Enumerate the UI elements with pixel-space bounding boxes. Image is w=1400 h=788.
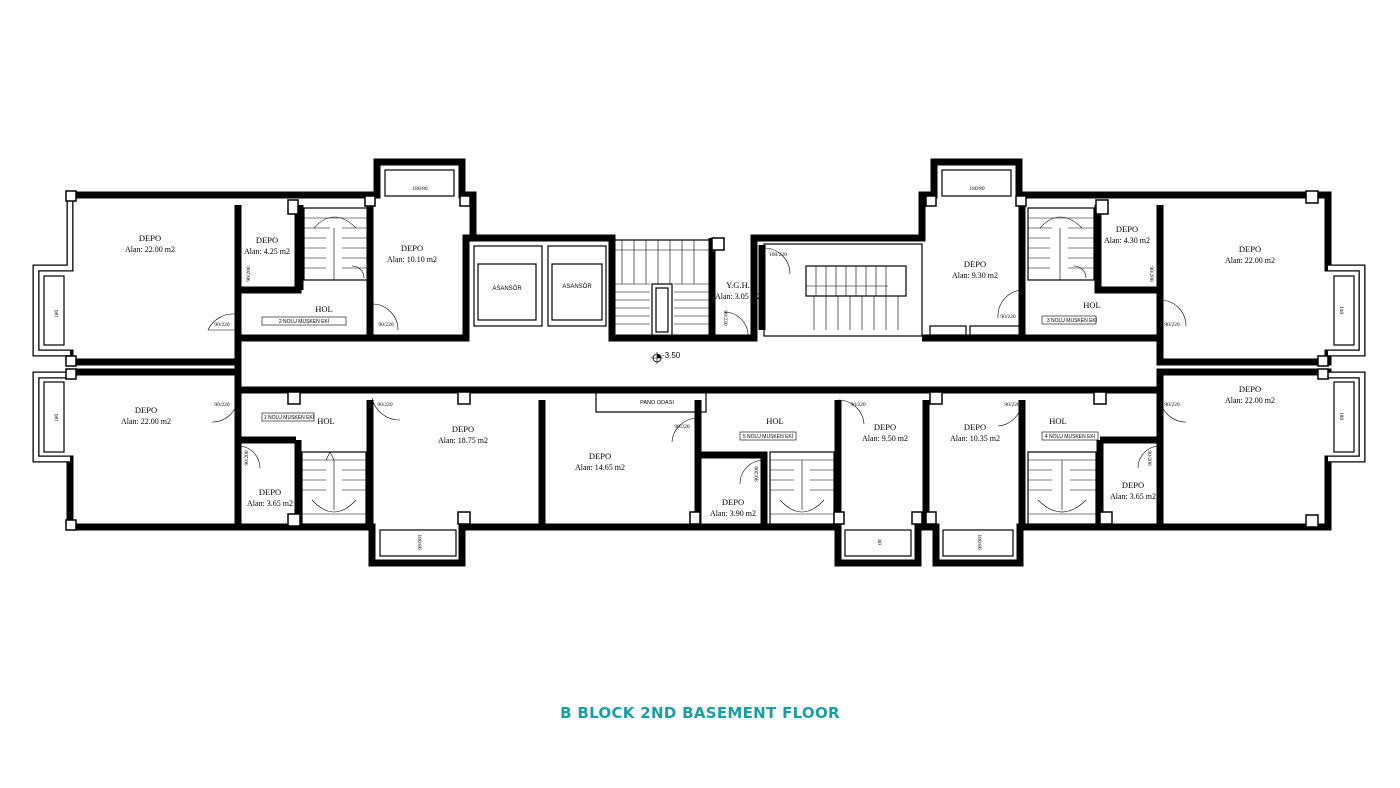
room-area: Alan: 3.90 m2 bbox=[710, 509, 756, 518]
window-dimension: 140 bbox=[1338, 306, 1344, 315]
level-label: -3.50 bbox=[662, 351, 681, 360]
hall-name: HOL bbox=[317, 416, 334, 426]
door-dimension: 90/200 bbox=[754, 466, 760, 482]
doors bbox=[207, 247, 1187, 485]
door-dimension: 90/220 bbox=[1164, 402, 1180, 408]
room-name: DEPO bbox=[874, 422, 896, 432]
room-area: Alan: 3.05 m2 bbox=[715, 292, 761, 301]
room-name: DEPO bbox=[589, 451, 611, 461]
door-dimension: 90/220 bbox=[1004, 402, 1020, 408]
room-area: Alan: 22.00 m2 bbox=[121, 417, 171, 426]
room-area: Alan: 3.65 m2 bbox=[1110, 492, 1156, 501]
room-area: Alan: 14.65 m2 bbox=[575, 463, 625, 472]
door-dimension: 90/220 bbox=[850, 402, 866, 408]
room-name: DEPO bbox=[1122, 480, 1144, 490]
window-dimension: 180 bbox=[54, 310, 60, 319]
door-dimension: 90/220 bbox=[1164, 322, 1180, 328]
room-area: Alan: 9.50 m2 bbox=[862, 434, 908, 443]
room-labels: DEPO Alan: 22.00 m2 DEPO Alan: 4.25 m2 D… bbox=[121, 224, 1275, 518]
stairs bbox=[301, 207, 1097, 525]
window-dimension: 180/80 bbox=[976, 534, 982, 550]
door-dimension: 90/220 bbox=[214, 322, 230, 328]
hall-unit-label: 5 NOLU MUSKEN EKİ bbox=[743, 433, 793, 440]
room-area: Alan: 22.00 m2 bbox=[125, 245, 175, 254]
door-dimension: 90/200 bbox=[1148, 266, 1154, 282]
room-name: DEPO bbox=[964, 259, 986, 269]
room-area: Alan: 22.00 m2 bbox=[1225, 396, 1275, 405]
hall-unit-label: 4 NOLU MUSKEN EKİ bbox=[1045, 433, 1095, 440]
window-dimension: 180 bbox=[54, 414, 60, 423]
hall-unit-label: 1 NOLU MUSKEN EKİ bbox=[264, 414, 314, 421]
room-name: DEPO bbox=[964, 422, 986, 432]
room-name: DEPO bbox=[1116, 224, 1138, 234]
level-marker: -3.50 bbox=[651, 351, 681, 364]
room-name: DEPO bbox=[722, 497, 744, 507]
dimension-labels: 90/220 90/220 90/220 90/220 90/220 90/22… bbox=[54, 186, 1344, 550]
room-area: Alan: 3.65 m2 bbox=[247, 499, 293, 508]
interior-walls bbox=[234, 205, 1164, 527]
window-dimension: 180/80 bbox=[969, 186, 985, 192]
room-area: Alan: 18.75 m2 bbox=[438, 436, 488, 445]
room-area: Alan: 9.30 m2 bbox=[952, 271, 998, 280]
door-dimension: 90/200 bbox=[244, 450, 250, 466]
exterior-walls bbox=[32, 158, 1366, 567]
room-name: DEPO bbox=[452, 424, 474, 434]
room-name: DEPO bbox=[1239, 384, 1261, 394]
hall-unit-label: 2 NOLU MUSKEN EKİ bbox=[279, 318, 329, 325]
elevator-label: ASANSÖR bbox=[492, 285, 522, 292]
door-dimension: 90/220 bbox=[378, 322, 394, 328]
window-dimension: 180/80 bbox=[412, 186, 428, 192]
door-dimension: 90/220 bbox=[674, 424, 690, 430]
service-labels: ASANSÖR ASANSÖR PANO ODASI bbox=[492, 283, 674, 406]
door-dimension: 90/220 bbox=[1000, 314, 1016, 320]
drawing-title: B BLOCK 2ND BASEMENT FLOOR bbox=[560, 704, 840, 722]
room-area: Alan: 22.00 m2 bbox=[1225, 256, 1275, 265]
door-dimension: 90/220 bbox=[214, 402, 230, 408]
room-area: Alan: 10.10 m2 bbox=[387, 255, 437, 264]
columns bbox=[65, 190, 1329, 531]
room-name: DEPO bbox=[135, 405, 157, 415]
window-dimension: 180/80 bbox=[416, 534, 422, 550]
room-name: DEPO bbox=[256, 235, 278, 245]
hall-name: HOL bbox=[1049, 416, 1066, 426]
door-dimension: 90/230 bbox=[722, 310, 728, 326]
hall-name: HOL bbox=[315, 304, 332, 314]
panel-room-label: PANO ODASI bbox=[640, 400, 674, 406]
room-name: DEPO bbox=[1239, 244, 1261, 254]
elevator-label: ASANSÖR bbox=[562, 283, 592, 290]
hall-unit-label: 3 NOLU MUSKEN EKİ bbox=[1047, 317, 1097, 324]
hall-name: HOL bbox=[766, 416, 783, 426]
room-name: DEPO bbox=[259, 487, 281, 497]
door-dimension: 100/220 bbox=[769, 252, 787, 258]
door-dimension: 90/200 bbox=[1146, 450, 1152, 466]
hall-labels: HOL 2 NOLU MUSKEN EKİ HOL 3 NOLU MUSKEN … bbox=[261, 300, 1101, 441]
door-dimension: 90/200 bbox=[246, 266, 252, 282]
window-dimension: 80 bbox=[876, 539, 882, 545]
room-area: Alan: 10.35 m2 bbox=[950, 434, 1000, 443]
door-dimension: 90/220 bbox=[377, 402, 393, 408]
room-area: Alan: 4.25 m2 bbox=[244, 247, 290, 256]
room-area: Alan: 4.30 m2 bbox=[1104, 236, 1150, 245]
hall-name: HOL bbox=[1083, 300, 1100, 310]
room-name: DEPO bbox=[401, 243, 423, 253]
room-name: DEPO bbox=[139, 233, 161, 243]
room-name: Y.G.H. bbox=[726, 280, 750, 290]
window-dimension: 180 bbox=[1338, 412, 1344, 421]
